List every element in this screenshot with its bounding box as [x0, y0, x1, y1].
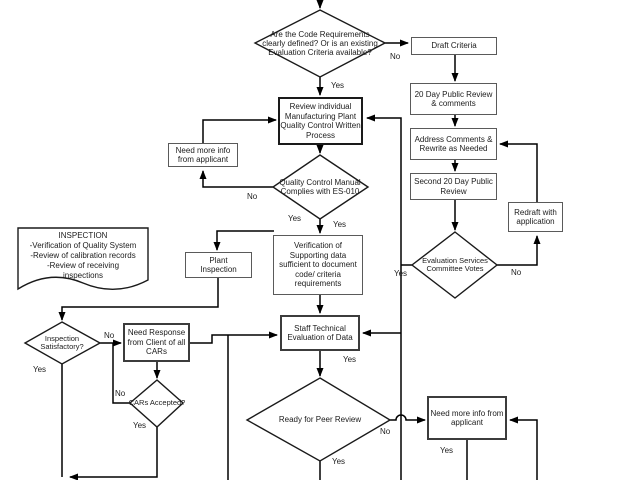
edge-needinfo-top-to-review	[202, 116, 277, 143]
diamond-label: Quality Control Manual Complies with ES-…	[279, 178, 361, 196]
shape-esc-votes-diamond	[410, 231, 499, 299]
inspection-doc-line: -Review of receiving	[46, 261, 120, 270]
edge-cars-no-loop	[112, 343, 130, 404]
node-label: Redraft with application	[514, 207, 557, 227]
edge-needresponse-to-staff-left	[190, 331, 278, 344]
edge-plant-to-inspection-diamond	[58, 278, 219, 321]
node-plant-inspection: Plant Inspection	[185, 252, 252, 278]
edge-bottom-into-needinfo-bottom	[509, 416, 538, 480]
shape-cars-accepted-diamond	[128, 379, 185, 428]
edge-label-staff-yes: Yes	[343, 355, 357, 364]
edge-trunk-to-review-right	[366, 114, 402, 480]
node-verification-supporting-data: Verification of Supporting data sufficie…	[273, 235, 363, 295]
node-label: Need Response from Client of all CARs	[127, 328, 186, 357]
edge-qc-no-to-needinfo-top	[199, 170, 273, 188]
edge-label-cars-no: No	[115, 389, 126, 398]
edge-branch-to-plant-inspection	[213, 230, 274, 251]
edge-label-code-req-no: No	[390, 52, 401, 61]
node-label: Need more info from applicant	[175, 145, 231, 165]
node-need-response-cars: Need Response from Client of all CARs	[123, 323, 190, 362]
node-staff-technical-evaluation: Staff Technical Evaluation of Data	[280, 315, 360, 351]
node-review-individual-plant: Review individual Manufacturing Plant Qu…	[278, 97, 363, 145]
inspection-document-text: INSPECTION -Verification of Quality Syst…	[20, 231, 146, 281]
diamond-esc-votes: Evaluation Services Committee Votes	[417, 238, 493, 292]
inspection-doc-title: INSPECTION	[58, 231, 108, 240]
diamond-qc-manual: Quality Control Manual Complies with ES-…	[278, 166, 362, 208]
edge-label-esc-yes: Yes	[394, 269, 408, 278]
shape-code-requirements-diamond	[253, 9, 387, 78]
shape-ready-peer-diamond	[245, 377, 392, 462]
diamond-label: Inspection Satisfactory?	[40, 333, 84, 351]
edge-label-qc-yes-right: Yes	[333, 220, 347, 229]
edge-redraft-to-address	[499, 140, 538, 202]
node-label: Staff Technical Evaluation of Data	[287, 323, 353, 343]
node-label: Second 20 Day Public Review	[414, 177, 493, 196]
node-second-20-day-review: Second 20 Day Public Review	[410, 173, 497, 200]
edge-label-code-req-yes: Yes	[331, 81, 345, 90]
node-redraft-with-application: Redraft with application	[508, 202, 563, 232]
edge-label-ready-yes: Yes	[332, 457, 346, 466]
edge-esc-no-to-redraft	[497, 235, 541, 266]
node-label: Review individual Manufacturing Plant Qu…	[280, 102, 361, 140]
edge-label-ready-no: No	[380, 427, 391, 436]
shape-inspection-document	[17, 227, 149, 291]
edge-label-esc-no: No	[511, 268, 522, 277]
diamond-ready-peer-review: Ready for Peer Review	[260, 413, 380, 425]
shape-inspection-satisfactory-diamond	[23, 321, 102, 365]
diamond-label: Ready for Peer Review	[278, 414, 362, 424]
node-label: 20 Day Public Review & comments	[414, 89, 493, 109]
node-draft-criteria: Draft Criteria	[411, 37, 497, 55]
diamond-code-requirements: Are the Code Requirements clearly define…	[262, 14, 378, 72]
inspection-doc-line: -Review of calibration records	[30, 251, 136, 260]
diamond-label: Are the Code Requirements clearly define…	[262, 29, 378, 57]
edge-label-cars-yes: Yes	[133, 421, 147, 430]
edge-label-qc-no: No	[247, 192, 258, 201]
node-label: Address Comments & Rewrite as Needed	[414, 134, 493, 154]
inspection-doc-line: -Verification of Quality System	[29, 241, 137, 250]
diamond-inspection-satisfactory: Inspection Satisfactory?	[28, 330, 96, 356]
node-need-more-info-top: Need more info from applicant	[168, 143, 238, 167]
node-label: Plant Inspection	[200, 255, 237, 275]
node-label: Verification of Supporting data sufficie…	[279, 241, 357, 289]
diamond-cars-accepted: CARs Accepted?	[127, 392, 187, 414]
node-need-more-info-bottom: Need more info from applicant	[427, 396, 507, 440]
edge-cars-yes-merge	[69, 427, 158, 480]
edge-ready-no-to-needinfo-bottom	[390, 414, 426, 424]
diamond-label: CARs Accepted?	[128, 397, 186, 407]
inspection-doc-line: inspections	[62, 271, 104, 280]
diamond-label: Evaluation Services Committee Votes	[422, 255, 488, 273]
shape-qc-manual-diamond	[271, 154, 370, 220]
edge-label-inspection-yes: Yes	[33, 365, 47, 374]
node-label: Need more info from applicant	[430, 408, 504, 428]
edge-label-qc-yes-left: Yes	[288, 214, 302, 223]
node-20-day-public-review: 20 Day Public Review & comments	[410, 83, 497, 115]
edge-label-inspection-no: No	[104, 331, 115, 340]
node-address-comments: Address Comments & Rewrite as Needed	[410, 128, 497, 160]
node-label: Draft Criteria	[431, 41, 477, 51]
edge-label-need-more-yes: Yes	[440, 446, 454, 455]
